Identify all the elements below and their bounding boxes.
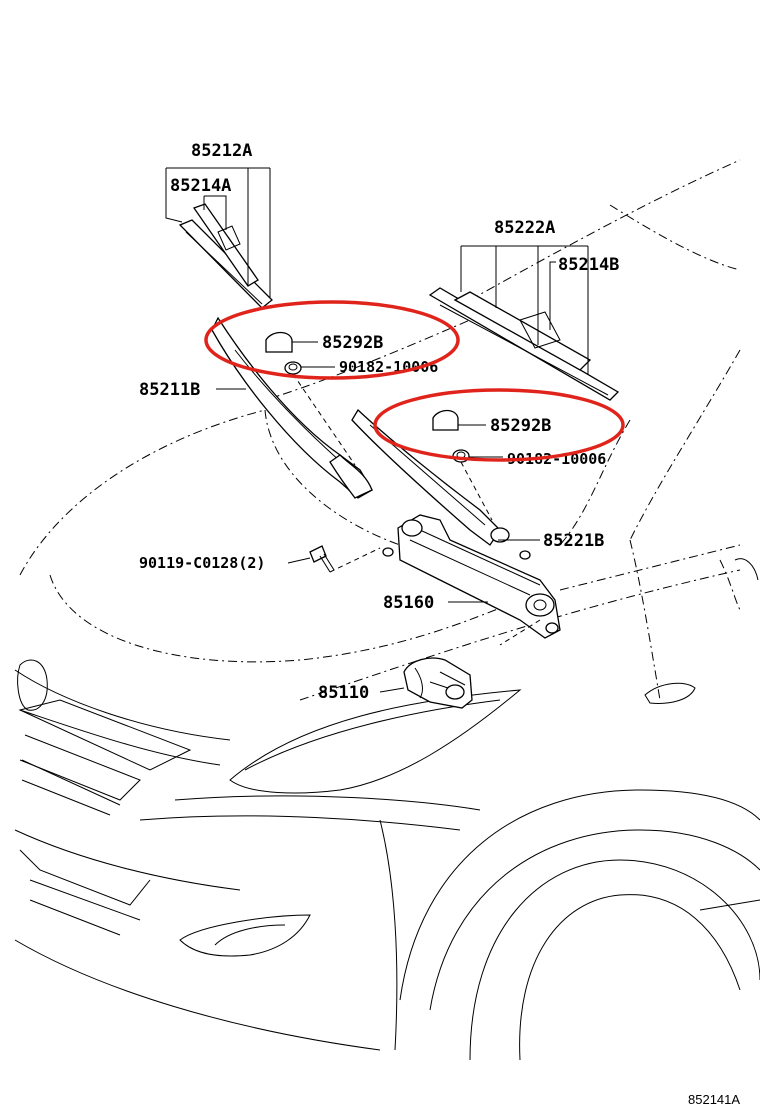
cap-85292b-left <box>265 331 293 353</box>
wiper-link-85160 <box>382 514 561 639</box>
highlight-85292b-right <box>373 388 625 462</box>
label-90119: 90119-C0128(2) <box>139 554 265 572</box>
label-85292b-left: 85292B <box>322 333 383 353</box>
highlight-85292b-left <box>204 300 460 380</box>
label-85222a: 85222A <box>494 218 555 238</box>
label-85214b: 85214B <box>558 255 619 275</box>
label-85214a: 85214A <box>170 176 231 196</box>
car-front-outline <box>14 659 760 1061</box>
callout-leaders <box>165 167 589 693</box>
car-body-outline <box>19 159 759 701</box>
label-85292b-right: 85292B <box>490 416 551 436</box>
label-85160: 85160 <box>383 593 434 613</box>
highlight-marks <box>204 300 625 462</box>
bolt-90119 <box>309 545 335 573</box>
figure-id: 852141A <box>688 1092 740 1107</box>
wiper-motor-85110 <box>403 657 473 709</box>
right-wiper-blade <box>428 287 620 401</box>
assembly-leaders <box>292 373 541 646</box>
cap-85292b-right <box>432 409 459 431</box>
label-85212a: 85212A <box>191 141 252 161</box>
label-85221b: 85221B <box>543 531 604 551</box>
left-wiper-blade <box>178 203 273 309</box>
label-90182-left: 90182-10006 <box>339 358 438 376</box>
part-labels: 85212A 85214A 85222A 85214B 85292B 90182… <box>139 141 619 703</box>
label-90182-right: 90182-10006 <box>507 450 606 468</box>
label-85110: 85110 <box>318 683 369 703</box>
label-85211b: 85211B <box>139 380 200 400</box>
nut-90182-left <box>284 361 302 375</box>
